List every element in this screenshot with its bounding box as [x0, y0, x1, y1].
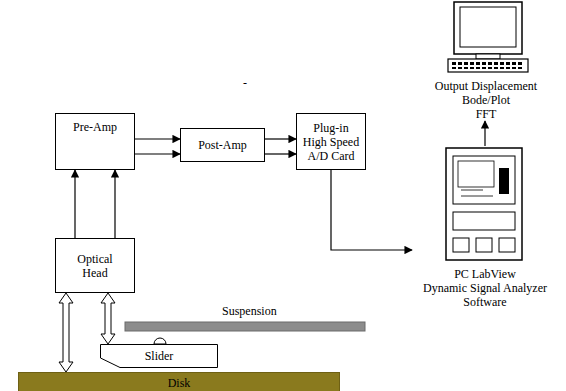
signal-arrow: [331, 170, 412, 250]
process-box: Optical Head: [55, 238, 135, 293]
analyzer-icon: [412, 146, 558, 264]
signal-arrow: [265, 138, 296, 139]
part-label: Suspension: [222, 304, 277, 318]
signal-arrow: [135, 138, 180, 139]
signal-arrow: [114, 170, 115, 238]
disk-band: Disk: [18, 372, 340, 391]
computer-icon: [410, 0, 562, 76]
process-box: Post-Amp: [180, 128, 265, 162]
signal-arrow: [265, 153, 296, 154]
caption-text: FFT: [476, 107, 497, 121]
node-label: Optical Head: [72, 252, 118, 280]
caption-text: PC LabView: [454, 267, 516, 281]
double-arrow: [59, 293, 73, 372]
node-label: Plug-in High Speed A/D Card: [302, 121, 360, 163]
node-label: Post-Amp: [198, 138, 247, 152]
signal-arrow: [74, 170, 75, 238]
node-label: Pre-Amp: [73, 120, 117, 134]
caption-text: Software: [463, 295, 506, 309]
process-box: Pre-Amp: [55, 113, 135, 170]
slider-body: Slider: [100, 344, 218, 368]
stray-mark: -: [243, 76, 247, 90]
node-label: Slider: [145, 349, 174, 363]
double-arrow: [101, 293, 115, 344]
signal-arrow: [135, 153, 180, 154]
caption-text: Bode/Plot: [462, 93, 510, 107]
slider-gimbal-dimple: [154, 338, 166, 344]
node-label: Disk: [168, 376, 191, 390]
process-box: Plug-in High Speed A/D Card: [296, 113, 366, 170]
signal-analyzer: PC LabViewDynamic Signal AnalyzerSoftwar…: [412, 146, 558, 309]
computer-display: Output DisplacementBode/PlotFFT: [410, 0, 562, 121]
suspension-arm: [125, 322, 365, 331]
caption-text: Output Displacement: [435, 79, 537, 93]
caption-text: Dynamic Signal Analyzer: [423, 281, 547, 295]
signal-arrow: [484, 121, 485, 146]
